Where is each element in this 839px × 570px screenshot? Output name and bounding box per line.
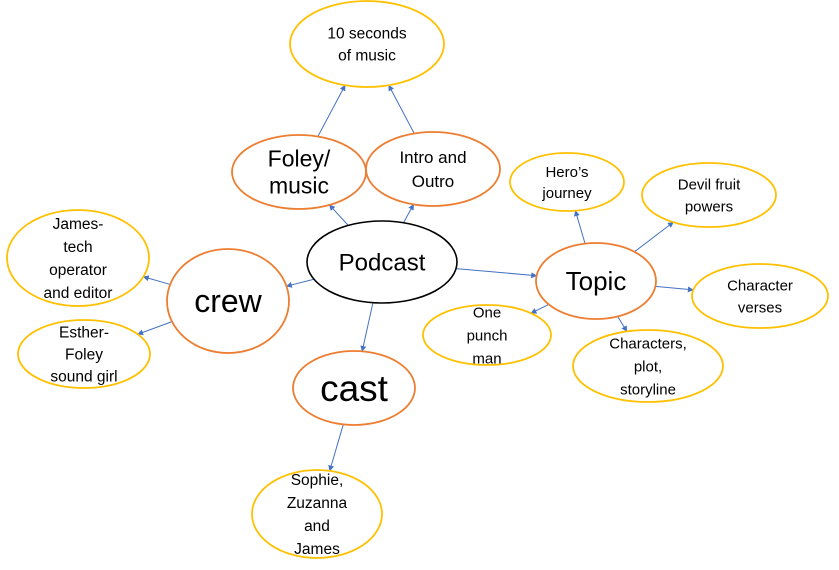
- node-shape-podcast[interactable]: [306, 220, 458, 304]
- node-label-line: music: [269, 173, 329, 199]
- node-shape-characters-plot[interactable]: [572, 329, 724, 403]
- node-label-line: storyline: [620, 381, 676, 398]
- node-label-line: James-: [53, 216, 104, 233]
- edge-podcast-to-topic: [455, 268, 538, 279]
- node-label-line: plot,: [634, 358, 662, 375]
- node-shape-crew[interactable]: [166, 248, 290, 354]
- node-cast[interactable]: cast: [292, 350, 416, 426]
- edge-topic-to-one-punch-man: [530, 303, 549, 314]
- node-label-cast: cast: [320, 368, 389, 409]
- node-label-line: Sophie,: [291, 472, 344, 489]
- node-ten-seconds[interactable]: 10 seconds of music: [289, 0, 445, 88]
- node-shape-esther-foley[interactable]: [17, 319, 151, 389]
- node-label-line: and: [304, 518, 330, 535]
- node-one-punch-man[interactable]: One punch man: [422, 304, 552, 367]
- node-esther-foley[interactable]: Esther- Foley sound girl: [17, 319, 151, 389]
- node-characters-plot[interactable]: Characters, plot, storyline: [572, 329, 724, 403]
- edge-topic-to-character-verses: [655, 285, 694, 293]
- node-heros-journey[interactable]: Hero’s journey: [509, 152, 625, 212]
- node-shape-devil-fruit[interactable]: [641, 162, 777, 228]
- node-label-line: sound girl: [50, 368, 117, 385]
- node-label-character-verses: Character verses: [727, 277, 793, 316]
- edge-podcast-to-cast: [360, 302, 374, 352]
- node-label-line: tech: [63, 239, 92, 256]
- node-label-topic: Topic: [566, 266, 627, 296]
- edge-cast-to-sophie-zuzanna-james: [328, 424, 344, 472]
- node-label-james-tech: James-tech operator and editor: [44, 216, 113, 302]
- node-label-line: of music: [338, 47, 396, 64]
- node-shape-ten-seconds[interactable]: [289, 0, 445, 88]
- node-label-line: Devil fruit: [678, 176, 741, 193]
- node-label-line: Characters,: [609, 335, 687, 352]
- node-label-line: Outro: [412, 172, 455, 191]
- node-shape-character-verses[interactable]: [691, 263, 829, 329]
- edge-podcast-to-foley-music: [328, 204, 349, 226]
- node-label-line: Foley: [65, 346, 103, 363]
- node-label-ten-seconds: 10 seconds of music: [327, 25, 407, 64]
- node-label-podcast: Podcast: [339, 249, 426, 276]
- node-label-crew: crew: [194, 283, 262, 319]
- node-label-devil-fruit: Devil fruit powers: [678, 176, 741, 215]
- node-label-line: punch: [467, 327, 508, 344]
- node-label-line: powers: [685, 198, 733, 215]
- node-label-line: crew: [194, 283, 262, 319]
- node-label-heros-journey: Hero’s journey: [541, 164, 592, 202]
- edge-crew-to-james-tech: [142, 275, 171, 285]
- node-label-line: verses: [738, 299, 782, 316]
- node-shape-heros-journey[interactable]: [509, 152, 625, 212]
- node-label-line: Zuzanna: [287, 495, 348, 512]
- node-character-verses[interactable]: Character verses: [691, 263, 829, 329]
- node-label-foley-music: Foley/music: [268, 146, 331, 199]
- node-topic[interactable]: Topic: [535, 242, 657, 320]
- node-james-tech[interactable]: James-tech operator and editor: [6, 209, 150, 307]
- node-shape-topic[interactable]: [535, 242, 657, 320]
- node-devil-fruit[interactable]: Devil fruit powers: [641, 162, 777, 228]
- node-crew[interactable]: crew: [166, 248, 290, 354]
- edge-intro-outro-to-ten-seconds: [388, 84, 415, 134]
- node-shape-sophie-zuzanna-james[interactable]: [251, 469, 383, 559]
- node-label-characters-plot: Characters, plot, storyline: [609, 335, 687, 398]
- node-label-line: 10 seconds: [327, 25, 407, 42]
- node-label-line: journey: [541, 185, 592, 202]
- node-label-line: cast: [320, 368, 389, 409]
- node-label-line: James: [294, 541, 340, 558]
- node-foley-music[interactable]: Foley/music: [231, 134, 367, 210]
- edge-podcast-to-crew: [285, 278, 315, 288]
- node-label-line: Podcast: [339, 249, 426, 276]
- edge-crew-to-esther-foley: [137, 321, 173, 336]
- node-label-line: and editor: [44, 285, 113, 302]
- node-label-one-punch-man: One punch man: [467, 304, 508, 367]
- node-shape-cast[interactable]: [292, 350, 416, 426]
- node-label-esther-foley: Esther- Foley sound girl: [50, 324, 117, 385]
- node-label-line: Topic: [566, 266, 627, 296]
- node-label-line: Character: [727, 277, 793, 294]
- node-label-line: man: [472, 350, 501, 367]
- edge-topic-to-characters-plot: [617, 316, 628, 332]
- node-label-line: operator: [49, 262, 107, 279]
- edge-foley-music-to-ten-seconds: [317, 84, 346, 137]
- node-label-line: Esther-: [59, 324, 109, 341]
- node-label-line: Hero’s: [545, 164, 588, 181]
- node-shape-james-tech[interactable]: [6, 209, 150, 307]
- edge-topic-to-heros-journey: [574, 210, 586, 244]
- node-label-line: Foley/: [268, 146, 331, 172]
- node-label-line: Intro and: [399, 148, 466, 167]
- node-podcast[interactable]: Podcast: [306, 220, 458, 304]
- edges-layer: [137, 84, 694, 472]
- node-shape-one-punch-man[interactable]: [422, 304, 552, 366]
- node-shape-intro-outro[interactable]: [365, 131, 501, 207]
- edge-podcast-to-intro-outro: [403, 203, 415, 223]
- node-label-line: One: [473, 304, 501, 321]
- edge-topic-to-devil-fruit: [634, 221, 674, 253]
